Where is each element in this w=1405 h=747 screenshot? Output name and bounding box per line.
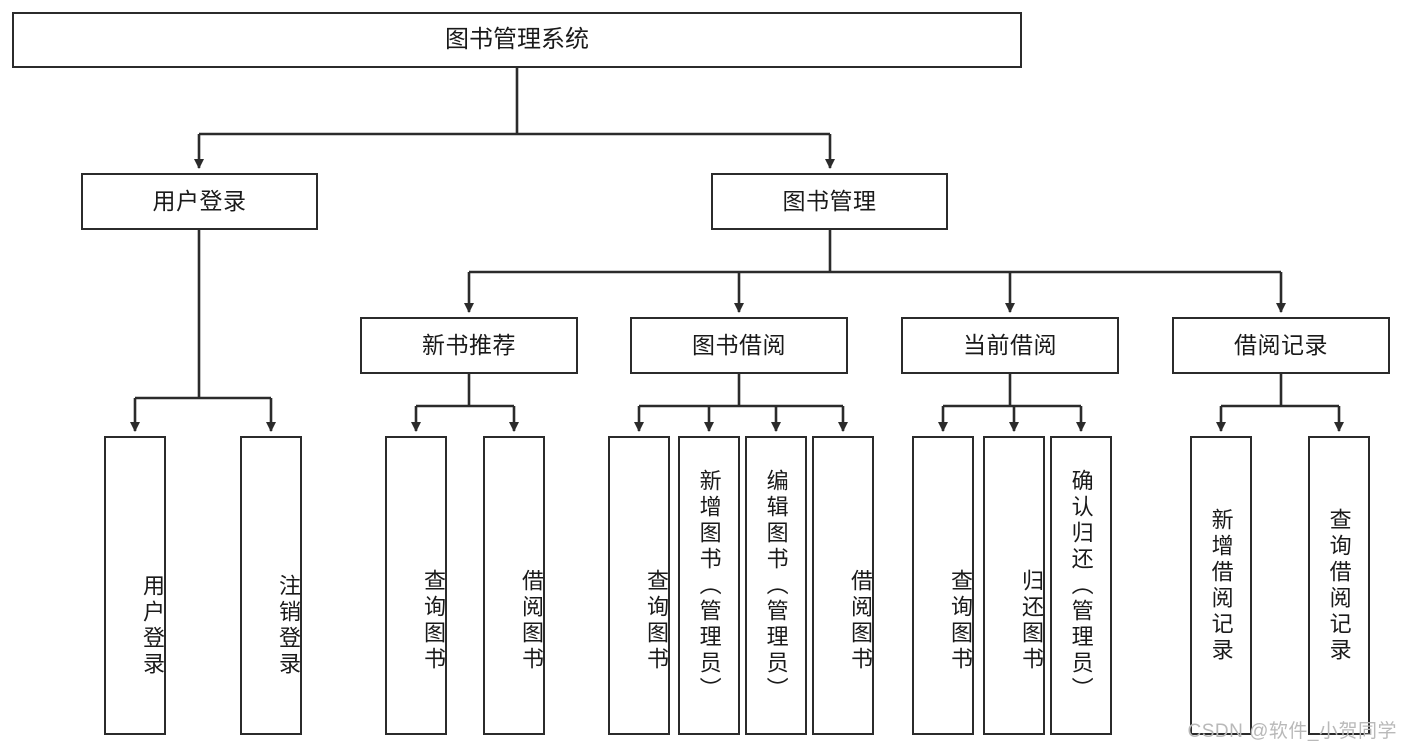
node-label: 注销登录 (276, 573, 301, 678)
leaf-edit-book-admin[interactable]: 编辑图书（管理员） (745, 436, 807, 735)
node-label: 图书管理 (782, 188, 877, 215)
node-label: 借阅图书 (519, 568, 544, 673)
watermark: CSDN @软件_小贺同学 (1187, 721, 1397, 742)
node-book-management[interactable]: 图书管理 (711, 173, 948, 230)
node-book-management-system[interactable]: 图书管理系统 (12, 12, 1022, 68)
node-label: 查询图书 (421, 568, 446, 673)
leaf-query-borrow-record[interactable]: 查询借阅记录 (1308, 436, 1370, 735)
leaf-add-book-admin[interactable]: 新增图书（管理员） (678, 436, 740, 735)
leaf-confirm-return-admin[interactable]: 确认归还（管理员） (1050, 436, 1112, 735)
node-label: 用户登录 (152, 188, 247, 215)
node-label: 查询图书 (948, 568, 973, 673)
node-label: 确认归还（管理员） (1068, 468, 1094, 703)
node-label: 查询借阅记录 (1326, 507, 1352, 664)
node-label: 编辑图书（管理员） (763, 468, 789, 703)
node-label: 图书管理系统 (445, 26, 589, 54)
node-borrow-record[interactable]: 借阅记录 (1172, 317, 1390, 374)
node-label: 图书借阅 (692, 332, 786, 359)
node-new-book-recommend[interactable]: 新书推荐 (360, 317, 578, 374)
leaf-add-borrow-record[interactable]: 新增借阅记录 (1190, 436, 1252, 735)
node-book-borrow[interactable]: 图书借阅 (630, 317, 848, 374)
node-label: 用户登录 (140, 573, 165, 678)
node-label: 归还图书 (1019, 568, 1044, 673)
leaf-user-login[interactable]: 用户登录 (104, 436, 166, 735)
node-label: 借阅图书 (848, 568, 873, 673)
node-label: 新增图书（管理员） (696, 468, 722, 703)
node-user-login[interactable]: 用户登录 (81, 173, 318, 230)
leaf-borrow-book-newbook[interactable]: 借阅图书 (483, 436, 545, 735)
node-label: 借阅记录 (1234, 332, 1328, 359)
leaf-query-book-borrow[interactable]: 查询图书 (608, 436, 670, 735)
node-current-borrow[interactable]: 当前借阅 (901, 317, 1119, 374)
leaf-query-book-current[interactable]: 查询图书 (912, 436, 974, 735)
node-label: 新书推荐 (422, 332, 516, 359)
node-label: 查询图书 (644, 568, 669, 673)
leaf-borrow-book[interactable]: 借阅图书 (812, 436, 874, 735)
node-label: 当前借阅 (963, 332, 1057, 359)
leaf-logout[interactable]: 注销登录 (240, 436, 302, 735)
node-label: 新增借阅记录 (1208, 507, 1234, 664)
leaf-return-book[interactable]: 归还图书 (983, 436, 1045, 735)
leaf-query-book-newbook[interactable]: 查询图书 (385, 436, 447, 735)
